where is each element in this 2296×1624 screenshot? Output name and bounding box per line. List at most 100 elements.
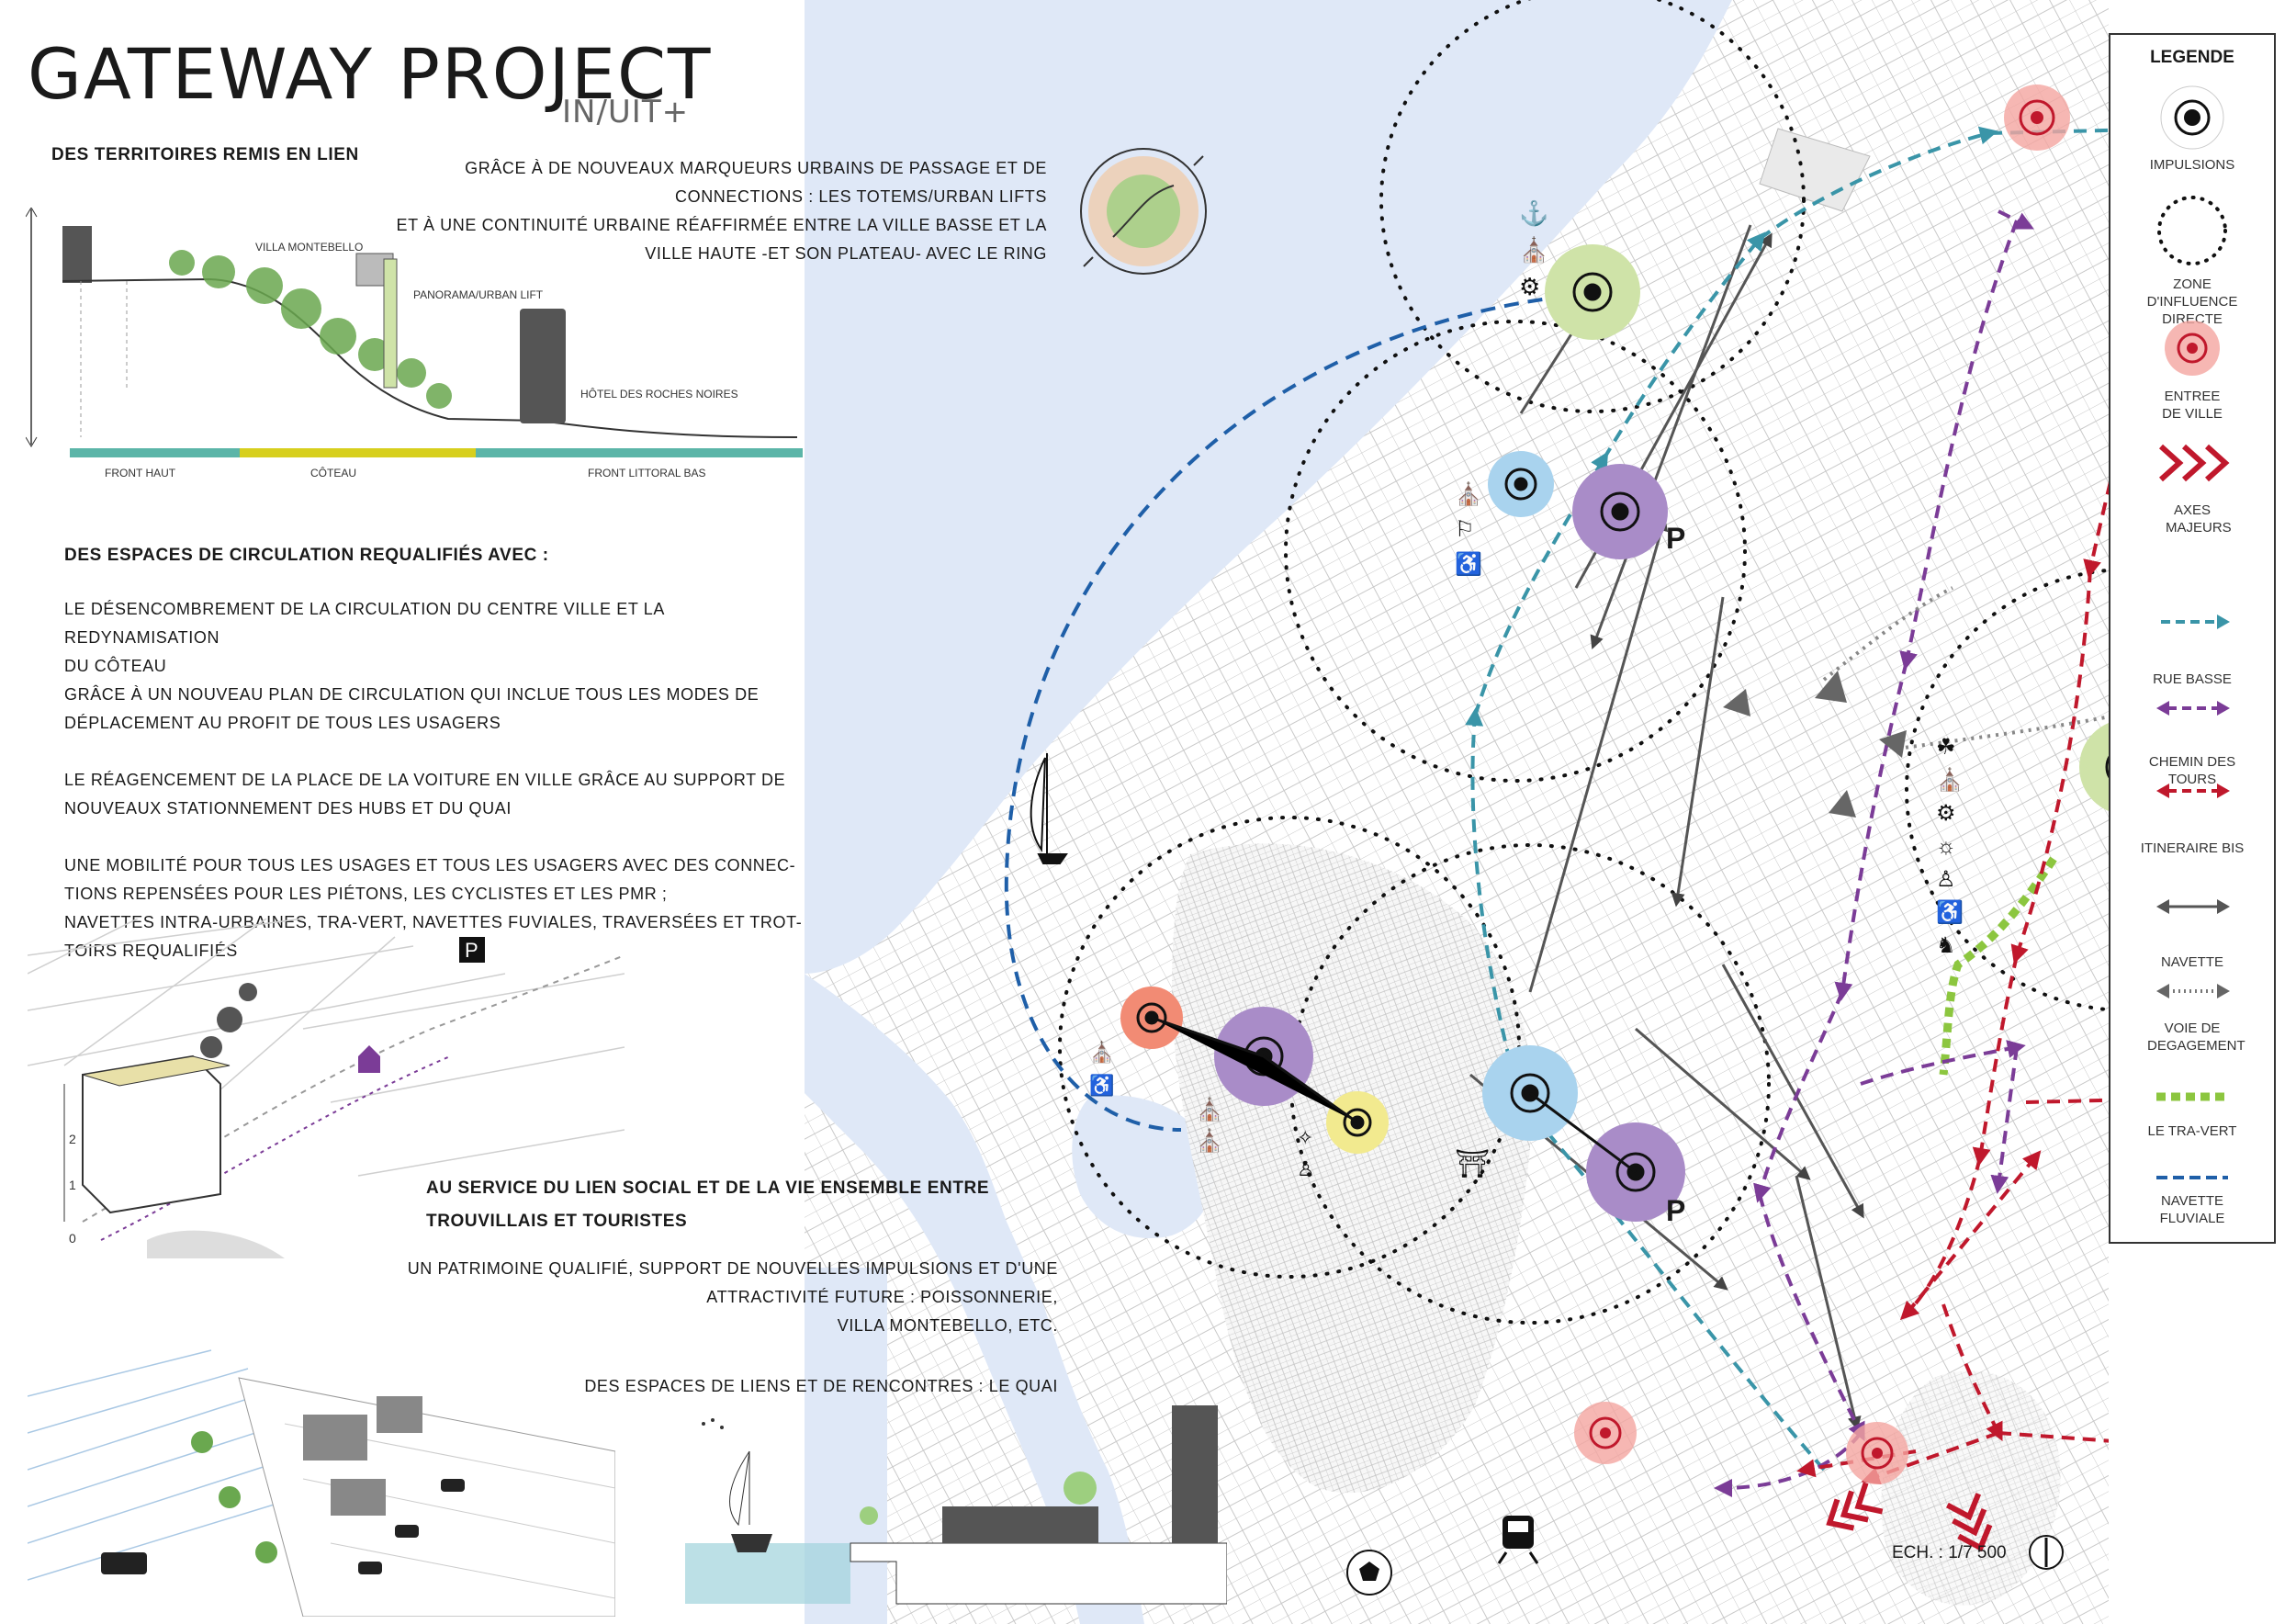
legend-label: NAVETTE <box>2160 954 2224 970</box>
impulse-purple-north <box>1572 464 1668 559</box>
intro-line: VILLE HAUTE -ET SON PLATEAU- AVEC LE RIN… <box>645 244 1047 263</box>
svg-text:P: P <box>465 939 478 962</box>
body-line: LE RÉAGENCEMENT DE LA PLACE DE LA VOITUR… <box>64 771 786 789</box>
body-line: NAVETTES INTRA-URBAINES, TRA-VERT, NAVET… <box>64 913 803 931</box>
legend-label: ZONE D'INFLUENCE DIRECTE <box>2146 276 2238 327</box>
legend-navette-icon <box>2156 899 2230 914</box>
hub-diagram <box>1080 148 1207 275</box>
service-icons: ⛪⚐♿ <box>1455 482 1482 577</box>
body-line: DÉPLACEMENT AU PROFIT DE TOUS LES USAGER… <box>64 714 501 732</box>
legend-label: ENTREE DE VILLE <box>2162 389 2223 422</box>
influence-zone <box>1289 843 1771 1325</box>
heading-line: AU SERVICE DU LIEN SOCIAL ET DE LA VIE E… <box>426 1179 990 1198</box>
spacer <box>64 823 817 851</box>
section-label-panorama: PANORAMA/URBAN LIFT <box>413 288 544 301</box>
body-line: TOIRS REQUALIFIÉS <box>64 942 238 960</box>
quay-section-drawing <box>685 1405 1227 1605</box>
legend-title: LEGENDE <box>2150 48 2234 67</box>
legend-voie-degagement-icon <box>2156 984 2230 998</box>
section3-heading: AU SERVICE DU LIEN SOCIAL ET DE LA VIE E… <box>426 1172 989 1238</box>
service-icons: ☘⛪⚙☼♙♿♞ <box>1936 735 1964 958</box>
band-label: FRONT HAUT <box>105 467 176 479</box>
body-line: UNE MOBILITÉ POUR TOUS LES USAGES ET TOU… <box>64 856 796 874</box>
legend: LEGENDE IMPULSIONS ZONE D'INFLUENCE DIRE… <box>2109 33 2276 1244</box>
parking-label: P <box>1666 522 1686 555</box>
body-line: TIONS REPENSÉES POUR LES PIÉTONS, LES CY… <box>64 885 668 903</box>
body-line: ATTRACTIVITÉ FUTURE : POISSONNERIE, <box>706 1288 1058 1306</box>
quai-line: DES ESPACES DE LIENS ET DE RENCONTRES : … <box>584 1377 1058 1395</box>
body-line: GRÂCE À UN NOUVEAU PLAN DE CIRCULATION Q… <box>64 685 760 704</box>
impulse-green-east <box>2079 723 2109 811</box>
axo-scale-2: 2 <box>69 1132 76 1146</box>
intro-line: CONNECTIONS : LES TOTEMS/URBAN LIFTS <box>675 187 1047 206</box>
train-icon <box>1497 1516 1539 1564</box>
sailboat-icon <box>1030 753 1068 864</box>
parking-label: P <box>1666 1194 1686 1227</box>
church-icon: ⛩ <box>1455 1149 1491 1179</box>
legend-label: NAVETTE FLUVIALE <box>2159 1193 2225 1226</box>
entree-ville-southeast <box>1846 1422 1908 1484</box>
legend-itineraire-bis-icon <box>2156 784 2230 798</box>
body-line: UN PATRIMOINE QUALIFIÉ, SUPPORT DE NOUVE… <box>407 1259 1058 1278</box>
body-line: VILLA MONTEBELLO, ETC. <box>837 1316 1058 1335</box>
service-icons: ✧♙ <box>1297 1126 1315 1180</box>
city-map <box>805 0 2109 1624</box>
section3-body: UN PATRIMOINE QUALIFIÉ, SUPPORT DE NOUVE… <box>367 1255 1058 1340</box>
influence-zone <box>1379 0 1806 413</box>
section1-intro: GRÂCE À DE NOUVEAUX MARQUEURS URBAINS DE… <box>331 154 1047 268</box>
legend-label: AXES MAJEURS <box>2166 502 2232 536</box>
service-icons: ⛪♿ <box>1089 1041 1115 1097</box>
heading-line: TROUVILLAIS ET TOURISTES <box>426 1212 688 1231</box>
axe-majeur-sw <box>1826 1482 1884 1531</box>
page-subtitle: IN/UIT+ <box>562 94 690 130</box>
legend-label: IMPULSIONS <box>2149 157 2235 173</box>
section2-body: LE DÉSENCOMBREMENT DE LA CIRCULATION DU … <box>64 595 817 965</box>
legend-impulse-icon <box>2160 85 2224 150</box>
spacer <box>64 738 817 766</box>
intro-line: ET À UNE CONTINUITÉ URBAINE RÉAFFIRMÉE E… <box>396 216 1047 234</box>
impulse-green-north <box>1545 244 1640 340</box>
territory-section-drawing <box>26 208 803 457</box>
legend-rue-basse-icon <box>2161 615 2230 629</box>
legend-label: RUE BASSE <box>2153 671 2232 687</box>
legend-label: ITINERAIRE BIS <box>2140 840 2245 856</box>
body-line: LE DÉSENCOMBREMENT DE LA CIRCULATION DU … <box>64 600 664 647</box>
service-icons: ⚓⛪⚙ <box>1519 199 1549 300</box>
service-icons: ⛪⛪ <box>1196 1098 1223 1154</box>
north-arrow-icon <box>2029 1535 2064 1570</box>
legend-entree-icon <box>2165 321 2220 376</box>
legend-label: CHEMIN DES TOURS <box>2148 754 2236 787</box>
legend-label: VOIE DE DEGAGEMENT <box>2147 1021 2245 1054</box>
band-label: FRONT LITTORAL BAS <box>588 467 706 479</box>
influence-zone <box>1284 320 1747 783</box>
legend-navette-fluviale-icon <box>2156 1176 2228 1179</box>
quay-axonometric-drawing <box>28 1349 615 1617</box>
axo-scale-0: 0 <box>69 1231 76 1246</box>
body-line: DU CÔTEAU <box>64 657 167 675</box>
intro-line: GRÂCE À DE NOUVEAUX MARQUEURS URBAINS DE… <box>465 159 1047 177</box>
legend-tra-vert-icon <box>2156 1092 2228 1101</box>
section-label-villa: VILLA MONTEBELLO <box>255 241 364 254</box>
section2-heading: DES ESPACES DE CIRCULATION REQUALIFIÉS A… <box>64 546 549 565</box>
legend-axes-icon <box>2158 444 2230 482</box>
voie-degagement <box>1822 586 1953 682</box>
body-line: NOUVEAUX STATIONNEMENT DES HUBS ET DU QU… <box>64 799 512 818</box>
axe-majeur-s <box>1945 1493 1993 1552</box>
entree-ville-north <box>2004 85 2070 151</box>
football-icon <box>1346 1550 1392 1596</box>
legend-label: LE TRA-VERT <box>2147 1123 2237 1139</box>
legend-influence-icon <box>2157 196 2227 265</box>
navette-fluviale-route <box>1004 292 1591 1132</box>
page-title: GATEWAY PROJECT <box>28 33 713 115</box>
entree-ville-south <box>1574 1402 1637 1464</box>
section-label-hotel: HÔTEL DES ROCHES NOIRES <box>580 388 738 400</box>
axo-scale-1: 1 <box>69 1178 76 1192</box>
axonometric-street-drawing: P <box>28 919 625 1258</box>
influence-zone <box>1905 568 2109 1012</box>
section1-heading: DES TERRITOIRES REMIS EN LIEN <box>51 145 359 164</box>
legend-chemin-tours-icon <box>2156 701 2230 716</box>
tra-vert-route <box>1939 856 2057 1076</box>
impulse-blue-north <box>1488 451 1554 517</box>
scale-label: ECH. : 1/7 500 <box>1892 1543 2007 1562</box>
band-label: CÔTEAU <box>310 467 357 479</box>
